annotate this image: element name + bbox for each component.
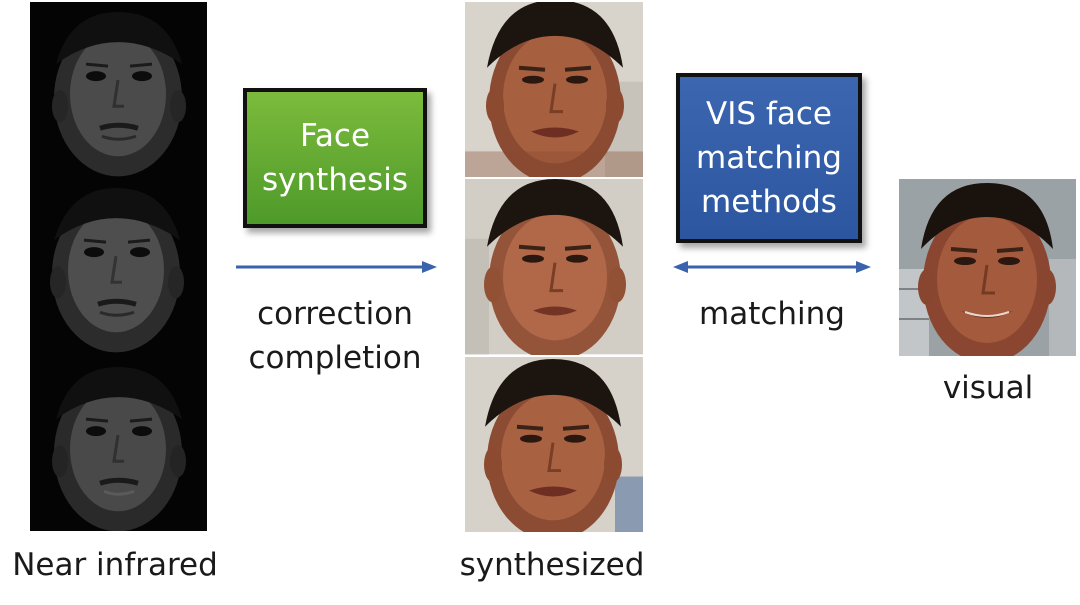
- synthesis-arrow-label: correction completion: [232, 292, 438, 380]
- near-infrared-caption: Near infrared: [12, 547, 218, 583]
- nir-face-illustration: [30, 354, 207, 531]
- arrow-label-line: completion: [248, 340, 422, 376]
- box-line: matching: [696, 140, 842, 176]
- visual-caption: visual: [942, 370, 1034, 406]
- box-line: methods: [701, 184, 837, 220]
- vis-face-matching-box: VIS face matching methods: [676, 73, 862, 243]
- nir-face-photo: [30, 2, 207, 179]
- arrow-label-line: correction: [257, 296, 413, 332]
- synthesized-face-photo: [465, 179, 643, 357]
- nir-face-illustration: [30, 178, 207, 355]
- near-infrared-photo-stack: [30, 2, 207, 531]
- synthesized-face-photo: [465, 356, 643, 532]
- synthesized-face-illustration: [465, 2, 643, 178]
- visual-face-photo: [899, 179, 1076, 356]
- face-synthesis-box: Face synthesis: [243, 88, 427, 228]
- visual-face-illustration: [899, 179, 1076, 356]
- synthesized-face-illustration: [465, 179, 643, 355]
- nir-face-illustration: [30, 2, 207, 179]
- box-line: synthesis: [262, 162, 408, 198]
- nir-face-photo: [30, 354, 207, 531]
- box-line: Face: [299, 118, 371, 154]
- synthesized-caption: synthesized: [459, 547, 645, 583]
- box-line: VIS face: [706, 96, 832, 132]
- matching-arrow-label: matching: [699, 296, 845, 332]
- synthesis-arrow: [236, 261, 437, 273]
- nir-face-photo: [30, 178, 207, 355]
- synthesized-face-photo: [465, 2, 643, 180]
- synthesized-photo-stack: [465, 2, 643, 532]
- matching-double-arrow: [673, 261, 871, 273]
- synthesized-face-illustration: [465, 356, 643, 532]
